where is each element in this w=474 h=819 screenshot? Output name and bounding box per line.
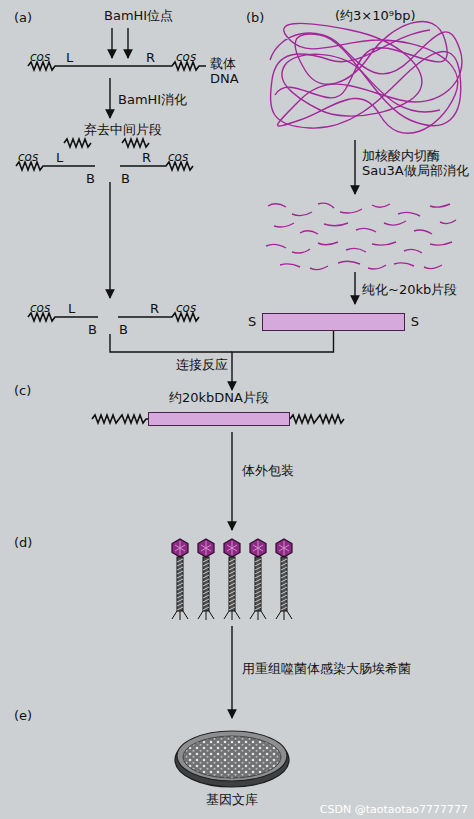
step-arrow [231, 432, 232, 530]
ligation-arrow [232, 331, 334, 390]
step-label: (a) [14, 10, 32, 25]
node-text: 约20kbDNA片段 [138, 390, 300, 405]
node-text: 基因文库 [144, 792, 320, 807]
step-arrow [354, 140, 355, 194]
petri-dish: 基因文库 [174, 728, 290, 788]
step-label: 加核酸内切酶 Sau3A做局部消化 [362, 148, 474, 178]
petri-dish-shape [174, 728, 290, 788]
genome-tangle [271, 21, 461, 128]
fragment-box: SS [262, 313, 405, 331]
vector-dna [16, 62, 344, 423]
site-arrow [111, 28, 112, 58]
step-arrow [109, 78, 110, 118]
step-label: BamHⅠ消化 [118, 92, 187, 107]
insert-fragment [148, 412, 290, 426]
phage [172, 539, 188, 620]
phage [198, 539, 214, 620]
step-label: B [86, 171, 95, 186]
step-label: (c) [14, 383, 31, 398]
edge-label: 连接反应 [176, 357, 228, 372]
dish-rim [177, 731, 287, 781]
step-label: B [121, 171, 130, 186]
step-label: L [66, 50, 73, 65]
site-name: cos [176, 301, 196, 316]
dish-agar [183, 736, 281, 778]
step-label: B [88, 322, 97, 337]
site-name: cos [176, 50, 196, 65]
vector-arm-left [92, 415, 148, 423]
watermark: CSDN @taotaotao7777777 [320, 802, 468, 817]
site-name: cos [30, 50, 50, 65]
step-label: R [142, 150, 151, 165]
node-text: S [248, 314, 256, 329]
phage [224, 539, 240, 620]
site-arrow [127, 28, 128, 58]
site-name: cos [168, 150, 188, 165]
dna-fragments [266, 203, 456, 270]
phages [172, 539, 292, 620]
step-label: 载体 DNA [210, 56, 250, 86]
phage [250, 539, 266, 620]
step-label: (d) [14, 535, 32, 550]
step-label: R [146, 50, 155, 65]
step-label: 用重组噬菌体感染大肠埃希菌 [242, 661, 411, 676]
step-label: 弃去中间片段 [84, 122, 162, 137]
merge-line [110, 334, 232, 352]
step-arrow [109, 182, 110, 298]
phage [276, 539, 292, 620]
step-label: (约3×10⁹bp) [335, 8, 416, 23]
site-name: cos [18, 150, 38, 165]
step-arrow [354, 272, 355, 304]
step-label: 纯化~20kb片段 [362, 282, 457, 297]
step-label: (b) [246, 10, 264, 25]
connectors [232, 331, 334, 390]
insert-box: 约20kbDNA片段 [148, 390, 290, 426]
step-label: L [56, 150, 63, 165]
step-label: BamHⅠ位点 [104, 8, 173, 23]
step-label: R [150, 301, 159, 316]
vector-arm-right [290, 415, 344, 423]
discarded-fragment [122, 139, 149, 147]
step-label: L [68, 301, 75, 316]
step-label: B [119, 322, 128, 337]
step-label: 体外包装 [242, 463, 294, 478]
step-arrow [231, 626, 232, 718]
genomic-dna [266, 21, 462, 269]
discarded-fragment [64, 139, 91, 147]
site-name: cos [30, 301, 50, 316]
node-text: S [411, 314, 419, 329]
step-label: (e) [14, 708, 32, 723]
